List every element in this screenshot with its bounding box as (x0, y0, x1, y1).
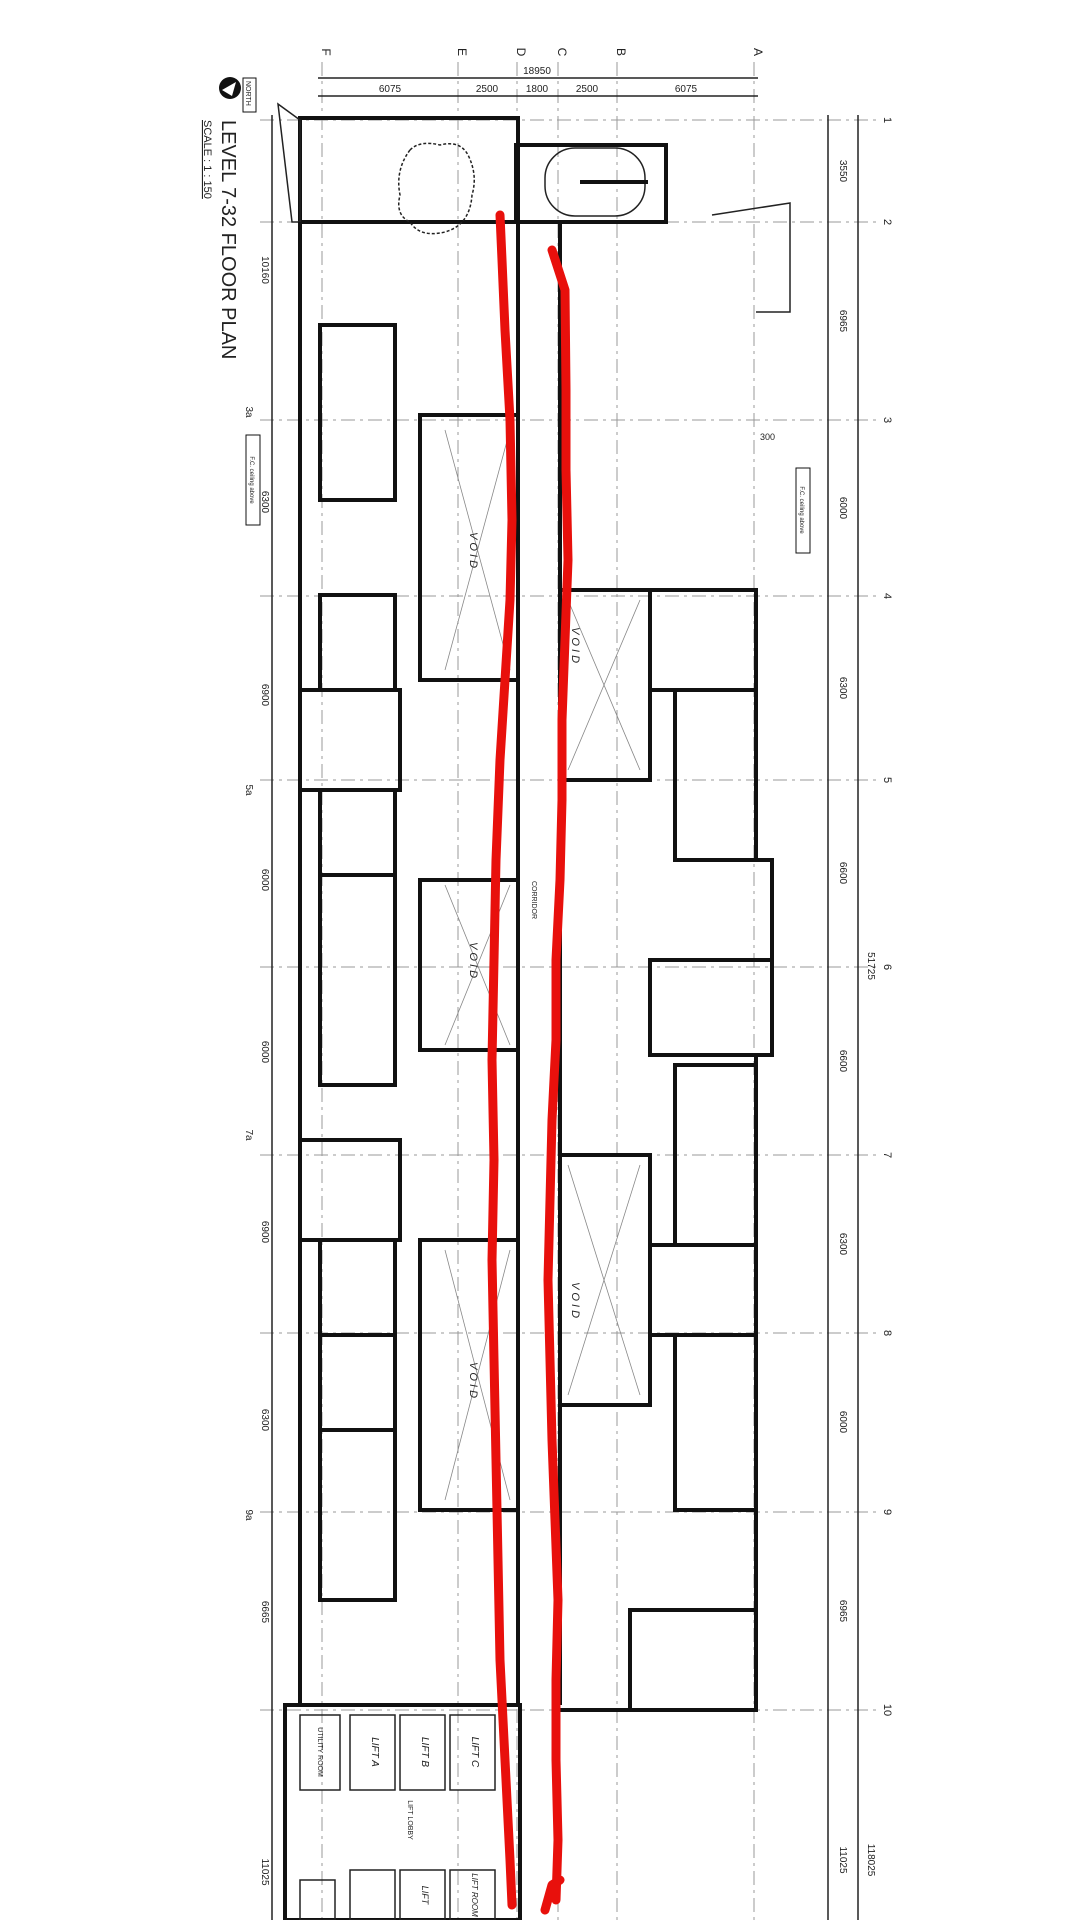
red-markup-line-right (540, 245, 573, 1915)
lift-d-label: LIFT (420, 1886, 430, 1906)
red-markup-line-left (487, 210, 517, 1910)
room-labels: V O I D V O I D V O I D V O I D V O I D … (316, 532, 581, 1917)
lift-b-label: LIFT B (419, 1737, 430, 1767)
right-dim-6: 6600 (837, 1050, 848, 1073)
void-label-3: V O I D (467, 1362, 479, 1398)
building-walls (277, 102, 791, 1920)
void-label-4: V O I D (569, 627, 581, 663)
column-grid-lines (321, 62, 755, 1920)
grid-row-3: 3 (881, 417, 893, 423)
red-markup-lines (487, 210, 573, 1915)
grid-col-b: B (614, 48, 628, 56)
row-grid-bubbles: 1 2 3 4 5 6 7 8 9 10 (881, 117, 893, 1716)
right-dim-5: 6600 (837, 862, 848, 885)
utility-room-label: UTILITY ROOM (316, 1727, 323, 1777)
top-dim-4: 2500 (576, 84, 599, 95)
right-total-dim-3: 11025 (837, 1846, 848, 1874)
right-dim-2: 6965 (837, 310, 848, 333)
corridor-label: CORRIDOR (530, 881, 537, 919)
right-total-dim-2: 118025 (865, 1844, 876, 1877)
left-dim-1: 10160 (259, 256, 270, 284)
lift-lobby-label: LIFT LOBBY (406, 1800, 413, 1840)
void-label-5: V O I D (569, 1282, 581, 1318)
right-dim-1: 3550 (837, 160, 848, 183)
top-dim-1: 6075 (379, 84, 402, 95)
right-dim-7: 6300 (837, 1233, 848, 1256)
ceiling-note-right: F.C. ceiling above (798, 486, 804, 534)
top-dimensions: 18950 6075 2500 1800 2500 6075 (318, 66, 758, 97)
grid-col-a: A (751, 48, 765, 56)
grid-row-4: 4 (881, 593, 893, 599)
left-dim-4: 6000 (259, 869, 270, 892)
spot-300: 300 (760, 432, 775, 442)
lift-a-label: LIFT A (369, 1737, 380, 1767)
grid-row-6: 6 (881, 964, 893, 970)
top-dim-5: 6075 (675, 84, 698, 95)
north-arrow: NORTH (219, 77, 257, 113)
grid-row-9: 9 (881, 1509, 893, 1515)
left-dim-7: 6300 (259, 1409, 270, 1432)
lift-room-label: LIFT ROOM (470, 1873, 479, 1917)
grid-col-e: E (455, 48, 469, 56)
left-bottom-dim: 11025 (259, 1858, 270, 1886)
lift-c-label: LIFT C (469, 1737, 480, 1768)
void-label-1: V O I D (467, 532, 479, 568)
subgrid-9a: 9a (243, 1509, 254, 1521)
left-dim-6: 6900 (259, 1221, 270, 1244)
grid-row-2: 2 (881, 219, 893, 225)
grid-col-d: D (514, 48, 528, 57)
right-dim-4: 6300 (837, 677, 848, 700)
plan-scale: SCALE : 1 : 150 (201, 120, 213, 199)
grid-row-8: 8 (881, 1330, 893, 1336)
right-dim-3: 6000 (837, 497, 848, 520)
left-dimensions: 10160 6300 6900 6000 6000 6900 6300 6665… (243, 115, 273, 1920)
left-dim-8: 6665 (259, 1601, 270, 1624)
left-dim-5: 6000 (259, 1041, 270, 1064)
right-dim-9: 6965 (837, 1600, 848, 1623)
left-dim-3: 6900 (259, 684, 270, 707)
right-dimensions: 3550 6965 6000 6300 6600 6600 6300 6000 … (827, 115, 876, 1920)
right-dim-8: 6000 (837, 1411, 848, 1434)
column-grid-bubbles: F E D C B A (319, 48, 765, 57)
grid-col-f: F (319, 48, 333, 55)
ceiling-note-left: F.C. ceiling above (248, 456, 254, 504)
void-label-2: V O I D (467, 942, 479, 978)
grid-col-c: C (555, 48, 569, 57)
subgrid-5a: 5a (243, 784, 254, 796)
void-areas (444, 429, 641, 1501)
north-label: NORTH (244, 81, 251, 106)
subgrid-3a: 3a (243, 406, 254, 418)
left-dim-2: 6300 (259, 491, 270, 514)
plan-title: LEVEL 7-32 FLOOR PLAN (217, 120, 239, 359)
grid-row-5: 5 (881, 777, 893, 783)
top-dim-3: 1800 (526, 84, 549, 95)
grid-row-7: 7 (881, 1152, 893, 1158)
right-total-dim: 51725 (865, 952, 876, 980)
top-dim-2: 2500 (476, 84, 499, 95)
ceiling-notes: F.C. ceiling above F.C. ceiling above 30… (245, 432, 811, 554)
title-block: LEVEL 7-32 FLOOR PLAN SCALE : 1 : 150 (201, 120, 239, 359)
grid-row-1: 1 (881, 117, 893, 123)
top-overall-dim: 18950 (523, 66, 551, 77)
grid-row-10: 10 (881, 1704, 893, 1716)
subgrid-7a: 7a (243, 1129, 254, 1141)
